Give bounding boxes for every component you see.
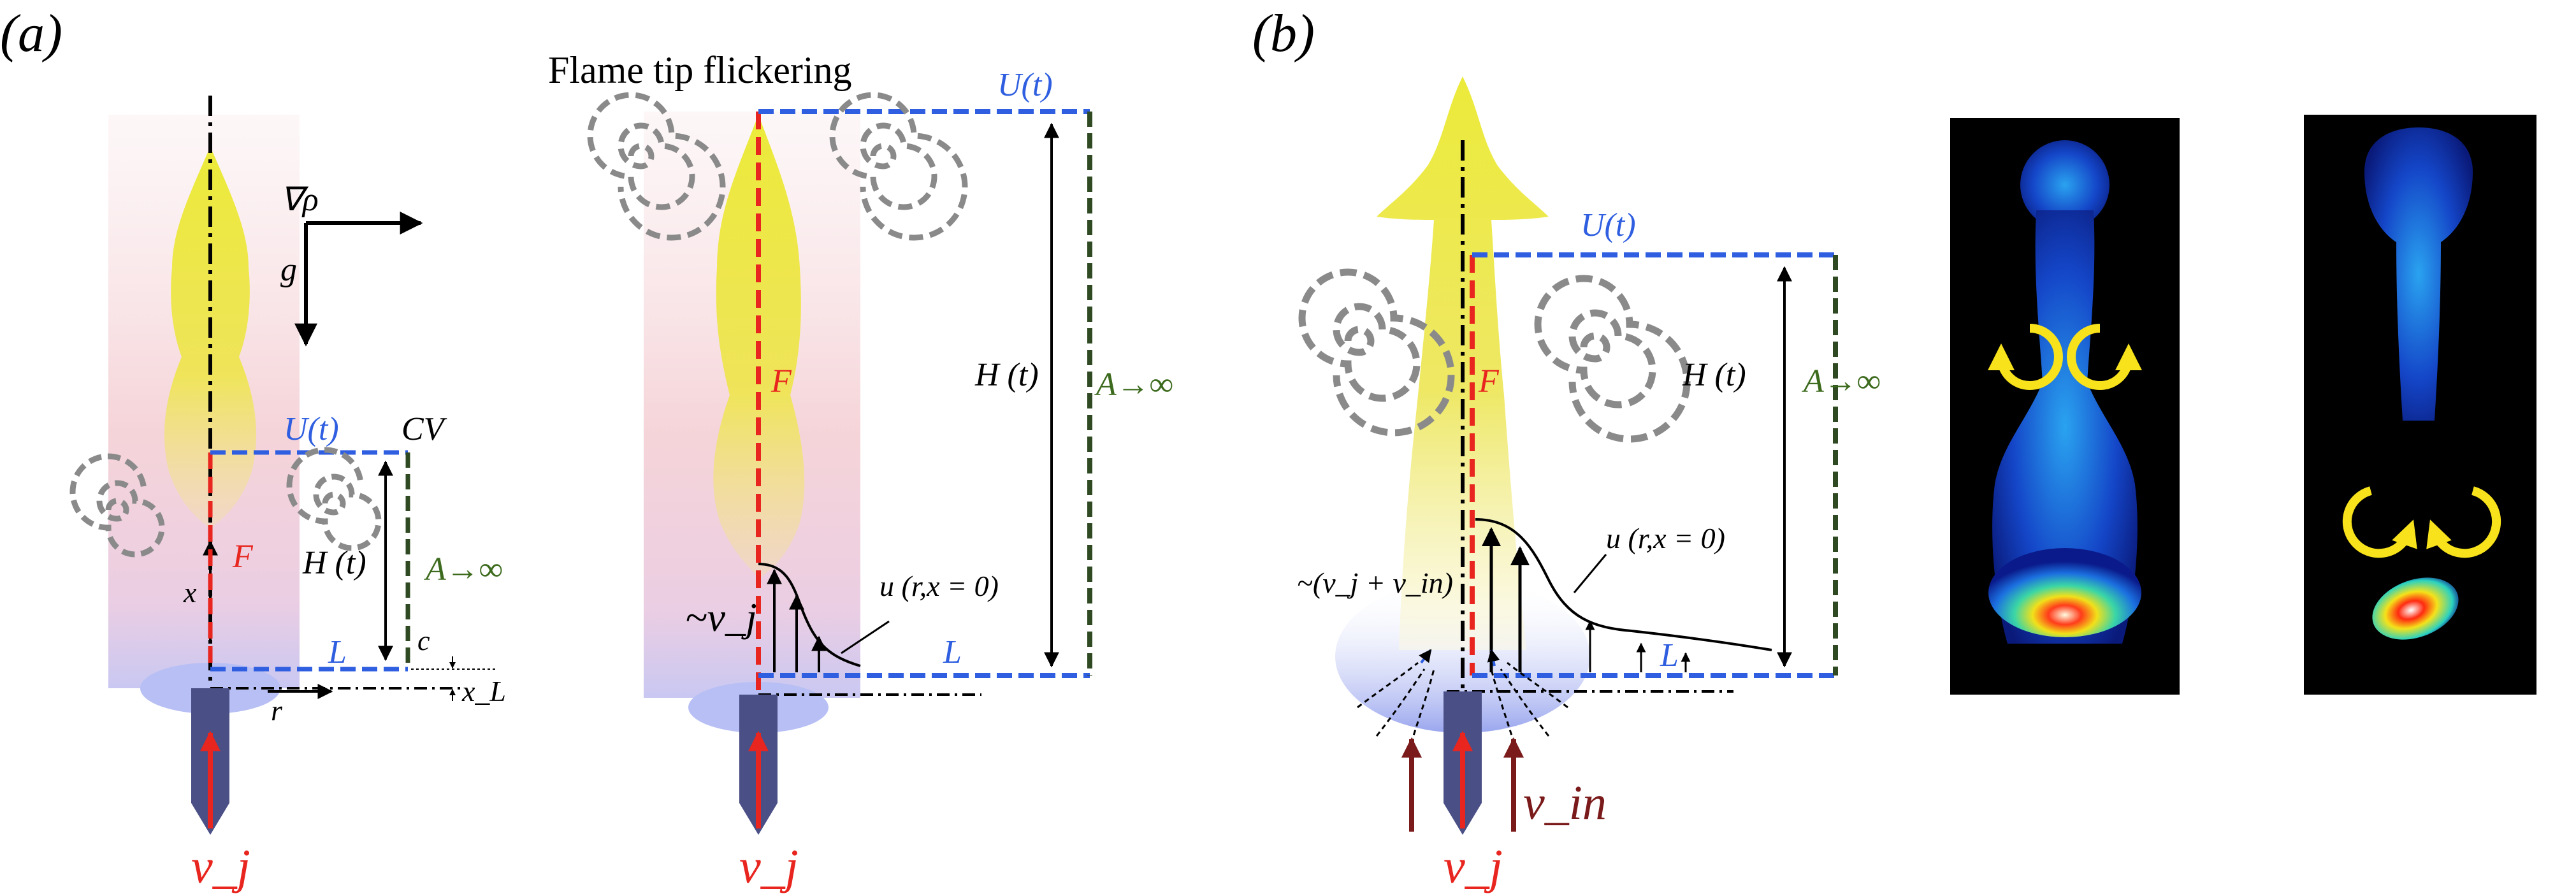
vortex-spiral-icon — [1534, 275, 1691, 443]
plume-body — [2364, 127, 2473, 421]
label-A: A→∞ — [424, 551, 503, 588]
label-H: H (t) — [302, 545, 366, 581]
label-vj-tilde: ~v_j — [685, 595, 757, 640]
label-vj-vin: ~(v_j + v_in) — [1297, 567, 1453, 599]
label-U: U(t) — [997, 67, 1053, 103]
label-U: U(t) — [1581, 207, 1636, 243]
label-vj: v_j — [739, 840, 799, 893]
vortex-spiral-icon — [829, 92, 968, 241]
panel-b-schematic: (b) — [1252, 4, 1881, 893]
panel-b-label: (b) — [1252, 4, 1315, 63]
label-u-profile: u (r,x = 0) — [1606, 522, 1725, 554]
rotation-arrow-icon — [2067, 324, 2142, 390]
vortex-spiral-icon — [69, 453, 165, 558]
panel-a-left: (a) ∇ρ g U(t) CV F x H (t) — [0, 4, 506, 893]
title-flame-tip-flickering: Flame tip flickering — [548, 49, 852, 91]
nozzle-icon — [191, 688, 229, 835]
label-CV: CV — [402, 411, 447, 447]
vortex-spiral-icon — [587, 92, 726, 241]
label-grad-rho: ∇ρ — [280, 182, 319, 218]
rotation-arrow-icon — [1988, 324, 2063, 390]
label-U: U(t) — [284, 411, 339, 447]
label-H: H (t) — [974, 357, 1039, 393]
label-c: c — [417, 625, 430, 656]
label-x: x — [183, 576, 197, 609]
label-u-profile: u (r,x = 0) — [879, 570, 999, 602]
flame-image-1 — [1950, 118, 2180, 695]
nozzle-icon — [1444, 691, 1482, 835]
entrainment-arrow — [1419, 649, 1432, 664]
label-F: F — [771, 363, 792, 400]
label-vj: v_j — [191, 840, 250, 893]
plume-body — [1992, 210, 2138, 644]
flame-base — [1335, 580, 1590, 733]
entrainment-streamlines — [1357, 661, 1568, 753]
u-label-leader — [841, 620, 890, 654]
plume-top — [2020, 140, 2109, 229]
label-L: L — [1660, 637, 1679, 674]
label-r: r — [271, 694, 283, 726]
label-vj: v_j — [1444, 840, 1503, 893]
entrainment-arrow — [1487, 649, 1500, 667]
label-g: g — [280, 252, 297, 288]
label-L: L — [328, 634, 347, 670]
label-H: H (t) — [1682, 357, 1746, 393]
hot-zone — [2372, 577, 2459, 640]
nozzle-icon — [739, 695, 778, 835]
label-F: F — [232, 538, 254, 575]
flame-image-2 — [2304, 115, 2536, 695]
panel-a-right: Flame tip flickering U(t) H (t) A→∞ F ~v… — [548, 49, 1173, 893]
label-A: A→∞ — [1802, 363, 1881, 400]
label-F: F — [1478, 363, 1500, 400]
label-vin: v_in — [1523, 776, 1607, 830]
label-A: A→∞ — [1094, 366, 1173, 403]
label-L: L — [943, 634, 962, 670]
vortex-spiral-icon — [1298, 268, 1455, 437]
rotation-arrow-icon — [2426, 486, 2501, 558]
rotation-arrow-icon — [2342, 486, 2417, 558]
vortex-spiral-icon — [286, 447, 382, 551]
velocity-profile-curve — [1475, 518, 1772, 651]
label-xL: x_L — [461, 675, 506, 707]
hot-zone — [1988, 548, 2141, 637]
panel-a-label: (a) — [0, 4, 62, 63]
u-label-leader — [1573, 554, 1607, 593]
